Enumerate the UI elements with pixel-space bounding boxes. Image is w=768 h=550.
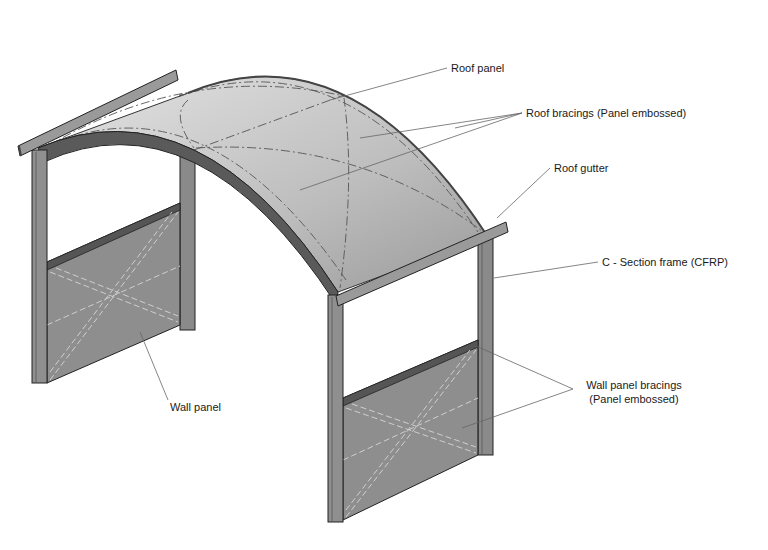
- frame-edge: [36, 152, 37, 382]
- part-label: Wall panel: [170, 400, 221, 414]
- roof-gutter: [336, 222, 508, 306]
- frame-post: [328, 295, 343, 522]
- arch-frame: [38, 131, 338, 304]
- wall-rail: [47, 203, 180, 270]
- roof-bracing: [48, 82, 486, 288]
- part-label: Roof panel: [451, 61, 504, 75]
- part-label: Roof bracings (Panel embossed): [526, 106, 686, 120]
- part-label: Roof gutter: [554, 161, 608, 175]
- leader-line: [140, 68, 598, 428]
- roof-gutter: [18, 146, 22, 156]
- wall-panel: [343, 340, 478, 520]
- frame-edge: [332, 297, 333, 521]
- arch-frame: [188, 76, 488, 237]
- part-label: Wall panel bracings (Panel embossed): [578, 378, 690, 406]
- roof-gutter: [18, 70, 178, 156]
- wall-panel: [47, 203, 180, 383]
- frame-post: [32, 150, 47, 383]
- part-label: C - Section frame (CFRP): [602, 255, 728, 269]
